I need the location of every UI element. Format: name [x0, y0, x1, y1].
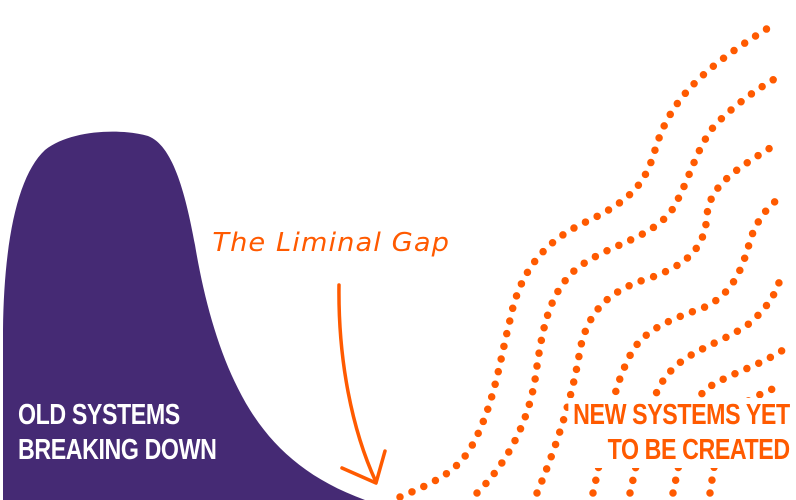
dotted-line-3 [533, 139, 782, 497]
old-systems-line1: OLD SYSTEMS [18, 399, 180, 431]
dotted-line-1 [396, 21, 777, 500]
dotted-line-5 [626, 268, 786, 497]
new-systems-line1: NEW SYSTEMS YET [573, 399, 790, 431]
old-systems-label: OLD SYSTEMS BREAKING DOWN [18, 398, 217, 468]
dotted-line-2 [473, 73, 782, 497]
old-systems-curve [3, 131, 365, 500]
new-systems-line2: TO BE CREATED [607, 434, 791, 466]
old-systems-line2: BREAKING DOWN [18, 434, 217, 466]
new-systems-label: NEW SYSTEMS YET TO BE CREATED [568, 398, 791, 468]
liminal-gap-label: The Liminal Gap [212, 228, 451, 258]
arrow-icon [337, 283, 387, 485]
